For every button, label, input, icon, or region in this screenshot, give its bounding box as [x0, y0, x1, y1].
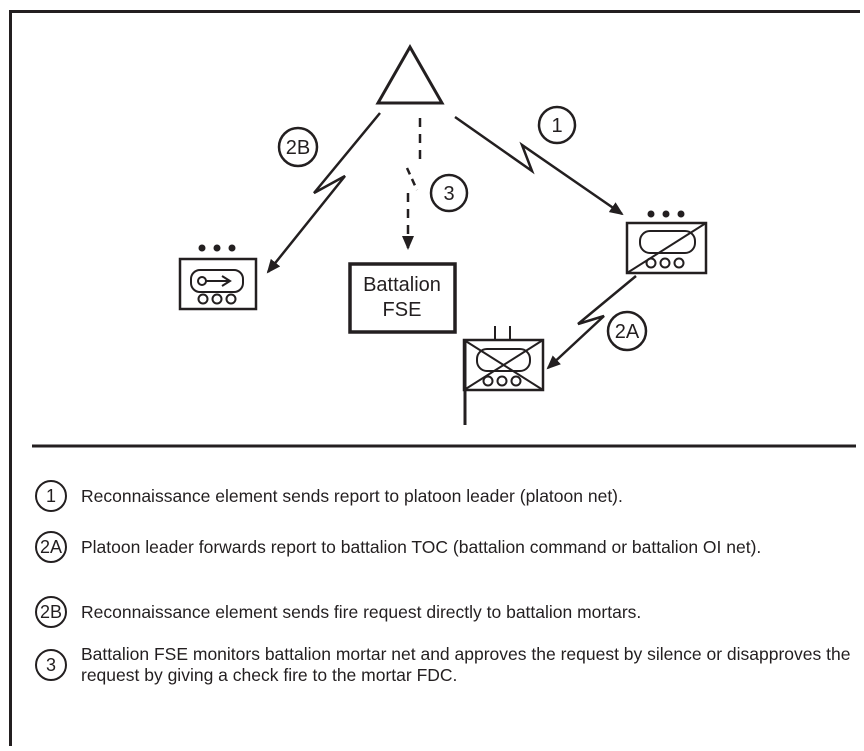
- legend-badge-2a: 2A: [35, 531, 67, 563]
- callout-3-circle: [429, 173, 469, 213]
- legend-item-2b: 2B Reconnaissance element sends fire req…: [35, 596, 855, 628]
- battalion-fse-box: [348, 262, 457, 334]
- callout-2b-label: 2B: [286, 137, 310, 159]
- legend-text-2a: Platoon leader forwards report to battal…: [81, 536, 762, 557]
- figure-frame: [9, 10, 860, 746]
- legend-text-1: Reconnaissance element sends report to p…: [81, 485, 623, 506]
- legend-badge-3: 3: [35, 649, 67, 681]
- fse-box-line-2: FSE: [383, 299, 422, 321]
- callout-1-circle: [537, 105, 577, 145]
- callout-1-label: 1: [551, 115, 562, 137]
- report-path-1: [454, 115, 624, 216]
- callout-2a-circle: [606, 310, 648, 352]
- legend-item-1: 1 Reconnaissance element sends report to…: [35, 480, 855, 512]
- monitor-path-3-break: [405, 167, 419, 191]
- platoon-leader-triangle-icon: [375, 43, 445, 105]
- legend-item-3: 3 Battalion FSE monitors battalion morta…: [35, 644, 855, 686]
- callout-3-label: 3: [443, 183, 454, 205]
- report-path-2a: [546, 275, 637, 370]
- legend-text-3: Battalion FSE monitors battalion mortar …: [81, 644, 851, 685]
- mortar-vehicle-icon: [178, 244, 258, 311]
- legend-item-2a: 2A Platoon leader forwards report to bat…: [35, 531, 855, 563]
- legend-badge-2b: 2B: [35, 596, 67, 628]
- platoon-vehicle-icon: [625, 210, 708, 275]
- callout-2a-label: 2A: [615, 321, 640, 343]
- legend-text-2b: Reconnaissance element sends fire reques…: [81, 601, 642, 622]
- fire-request-path-2b: [266, 112, 381, 274]
- legend-badge-1: 1: [35, 480, 67, 512]
- fse-box-line-1: Battalion: [363, 274, 441, 296]
- battalion-toc-icon: [462, 326, 545, 425]
- callout-2b-circle: [277, 126, 319, 168]
